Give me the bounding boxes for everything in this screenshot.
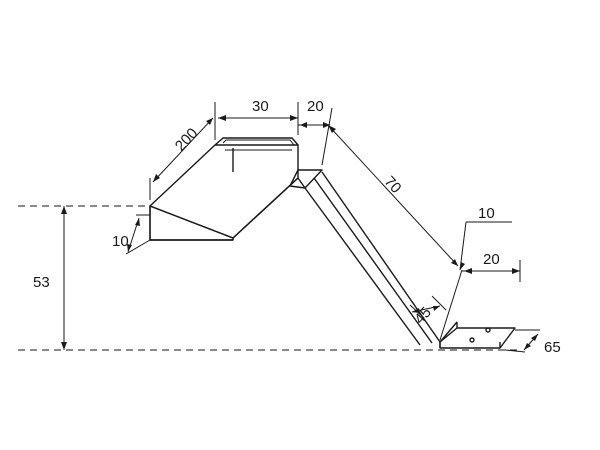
dim-head-width-label: 30 [252, 98, 269, 115]
dim-head-height-label: 10 [112, 233, 129, 250]
dim-head-length: 200 [149, 102, 216, 200]
dim-foot-depth: 65 [504, 329, 561, 356]
dim-arm-thickness: 10 [459, 205, 512, 271]
mounting-hole-2 [485, 327, 491, 333]
dim-total-height-label: 53 [33, 274, 50, 291]
dim-total-height: 53 [33, 206, 67, 350]
dim-arm-length: 70 [327, 124, 463, 341]
dim-arm-thickness-label: 10 [478, 205, 495, 222]
lamp-head-top-face [149, 144, 299, 239]
dim-bracket-offset: 20 [298, 98, 333, 166]
dim-head-length-label: 200 [172, 125, 202, 155]
dim-arm-length-label: 70 [381, 173, 405, 197]
bracket-arm [289, 169, 441, 346]
bracket-foot [439, 321, 516, 349]
mounting-hole-1 [469, 337, 475, 343]
dim-head-width: 30 [218, 98, 299, 135]
dim-head-height: 10 [112, 214, 151, 255]
lamp-head [149, 137, 299, 241]
dim-arm-width: 45 [409, 295, 447, 328]
dim-foot-length: 20 [462, 251, 521, 282]
dim-foot-length-label: 20 [483, 251, 500, 268]
dim-foot-depth-label: 65 [544, 339, 561, 356]
lamp-head-front-face [149, 205, 234, 241]
dim-bracket-offset-label: 20 [307, 98, 324, 115]
